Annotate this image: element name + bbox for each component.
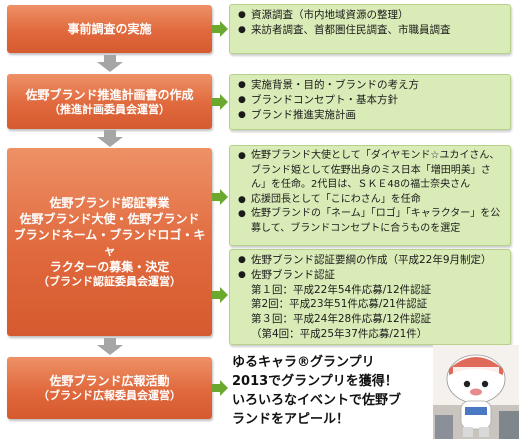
- detail-item: 実施背景・目的・ブランドの考え方: [238, 78, 504, 93]
- stage-title: 事前調査の実施: [67, 22, 152, 36]
- stage-pre-survey: 事前調査の実施: [7, 5, 212, 53]
- detail-item: 佐野ブランドの「ネーム」「ロゴ」「キャラクター」を公募して、ブランドコンセプトに…: [238, 207, 504, 236]
- detail-item: 応援団長として「こにわさん」を任命: [238, 193, 504, 208]
- detail-item: 佐野ブランド大使として「ダイヤモンド☆ユカイさん、ブランド姫として佐野出身のミス…: [238, 149, 504, 193]
- stage-title: 佐野ブランド認証事業: [49, 196, 170, 210]
- callout-line: 2013でグランプリを獲得！: [232, 374, 398, 389]
- detail-item: 資源調査（市内地域資源の整理）: [238, 8, 504, 23]
- detail-box-ambassador: 佐野ブランド大使として「ダイヤモンド☆ユカイさん、ブランド姫として佐野出身のミス…: [229, 145, 511, 246]
- callout-line: ゆるキャラ®グランプリ: [232, 355, 375, 370]
- detail-item: 佐野ブランド認証: [238, 268, 504, 283]
- stage-subtitle: （ブランド広報委員会運営）: [38, 389, 181, 402]
- detail-box-plan: 実施背景・目的・ブランドの考え方 ブランドコンセプト・基本方針 ブランド推進実施…: [229, 74, 511, 130]
- detail-item: ブランドコンセプト・基本方針: [238, 93, 504, 108]
- callout-line: ランドをアピール！: [232, 412, 350, 427]
- right-arrow-icon: [212, 380, 228, 396]
- detail-box-survey: 資源調査（市内地域資源の整理） 来訪者調査、首都圏住民調査、市職員調査: [229, 4, 511, 54]
- right-arrow-icon: [212, 287, 228, 303]
- detail-item: ブランド推進実施計画: [238, 108, 504, 123]
- stage-title: 佐野ブランド推進計画書の作成: [25, 87, 194, 102]
- stage-title: 佐野ブランド広報活動: [49, 374, 170, 388]
- callout-line: いろいろなイベントで佐野ブ: [232, 393, 402, 408]
- mascot-image: [433, 345, 519, 439]
- stage-subtitle: （ブランド認証委員会運営）: [38, 275, 181, 288]
- right-arrow-icon: [212, 94, 228, 110]
- stage-title-line-4: ラクターの募集・決定: [49, 260, 170, 274]
- stage-brand-publicity: 佐野ブランド広報活動 （ブランド広報委員会運営）: [7, 357, 212, 419]
- certification-round: 第2回：平成23年51件応募/21件認証: [251, 298, 428, 311]
- right-arrow-icon: [212, 21, 228, 37]
- stage-title-line-2: 佐野ブランド大使・佐野ブランド: [19, 212, 200, 226]
- publicity-callout: ゆるキャラ®グランプリ 2013でグランプリを獲得！ いろいろなイベントで佐野ブ…: [232, 353, 427, 429]
- down-arrow-icon: [97, 55, 123, 72]
- detail-box-certification: 佐野ブランド認証要綱の作成（平成22年9月制定） 佐野ブランド認証 第１回：平成…: [229, 249, 511, 345]
- certification-round: （第4回：平成25年37件応募/21件）: [251, 327, 428, 340]
- stage-title-line-3: ブランドネーム・ブランドロゴ・キャ: [13, 228, 206, 258]
- certification-round: 第３回：平成24年28件応募/12件認証: [251, 313, 432, 326]
- right-arrow-icon: [212, 189, 228, 205]
- down-arrow-icon: [97, 130, 123, 147]
- detail-item: 佐野ブランド認証要綱の作成（平成22年9月制定）: [238, 253, 504, 268]
- stage-subtitle: （推進計画委員会運営）: [49, 102, 170, 116]
- down-arrow-icon: [97, 338, 123, 355]
- detail-item: 来訪者調査、首都圏住民調査、市職員調査: [238, 23, 504, 38]
- stage-brand-certification: 佐野ブランド認証事業 佐野ブランド大使・佐野ブランド ブランドネーム・ブランドロ…: [7, 148, 212, 336]
- certification-round: 第１回：平成22年54件応募/12件認証: [251, 283, 432, 296]
- stage-promotion-plan: 佐野ブランド推進計画書の作成 （推進計画委員会運営）: [7, 74, 212, 129]
